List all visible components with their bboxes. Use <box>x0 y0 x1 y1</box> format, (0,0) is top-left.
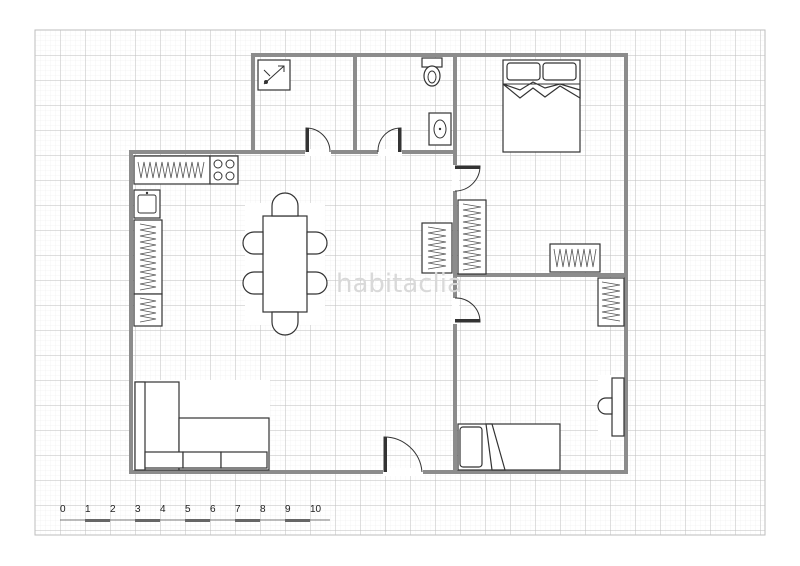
scale-label: 7 <box>235 504 241 515</box>
door-icon <box>454 165 481 192</box>
scale-label: 0 <box>60 504 66 515</box>
walls <box>129 53 628 474</box>
scale-segment <box>285 519 310 522</box>
double-bed-icon <box>502 59 581 153</box>
toilet-icon <box>421 57 443 87</box>
scale-label: 1 <box>85 504 91 515</box>
sink-icon <box>428 112 452 146</box>
scale-label: 3 <box>135 504 141 515</box>
scale-label: 9 <box>285 504 291 515</box>
scale-segment <box>185 519 210 522</box>
scale-bar: 0 1 2 3 4 5 6 7 8 9 10 <box>60 504 330 522</box>
wardrobe-icon <box>597 277 625 327</box>
kitchen-counter <box>133 155 211 185</box>
door-icon <box>383 436 423 473</box>
watermark: habitaclia <box>336 269 463 299</box>
scale-segment <box>235 519 260 522</box>
scale-label: 10 <box>310 504 322 515</box>
scale-label: 6 <box>210 504 216 515</box>
wardrobe-icon <box>421 222 453 274</box>
sofa-icon <box>134 381 270 471</box>
scale-label: 8 <box>260 504 266 515</box>
scale-label: 2 <box>110 504 116 515</box>
single-bed-icon <box>457 423 561 471</box>
wardrobe-icon <box>457 199 487 275</box>
kitchen-counter <box>133 219 163 295</box>
scale-segment <box>85 519 110 522</box>
fridge <box>133 293 163 327</box>
shower-icon <box>257 59 291 91</box>
scale-segment <box>135 519 160 522</box>
desk-icon <box>597 377 625 437</box>
dining-table-icon <box>242 192 328 336</box>
door-openings <box>305 149 459 476</box>
door-icon <box>305 127 331 153</box>
sink-icon <box>133 189 161 219</box>
wardrobe-icon <box>549 243 601 273</box>
scale-label: 5 <box>185 504 191 515</box>
scale-label: 4 <box>160 504 166 515</box>
door-icon <box>454 297 481 323</box>
door-icon <box>377 127 402 153</box>
stove-icon <box>209 155 239 185</box>
